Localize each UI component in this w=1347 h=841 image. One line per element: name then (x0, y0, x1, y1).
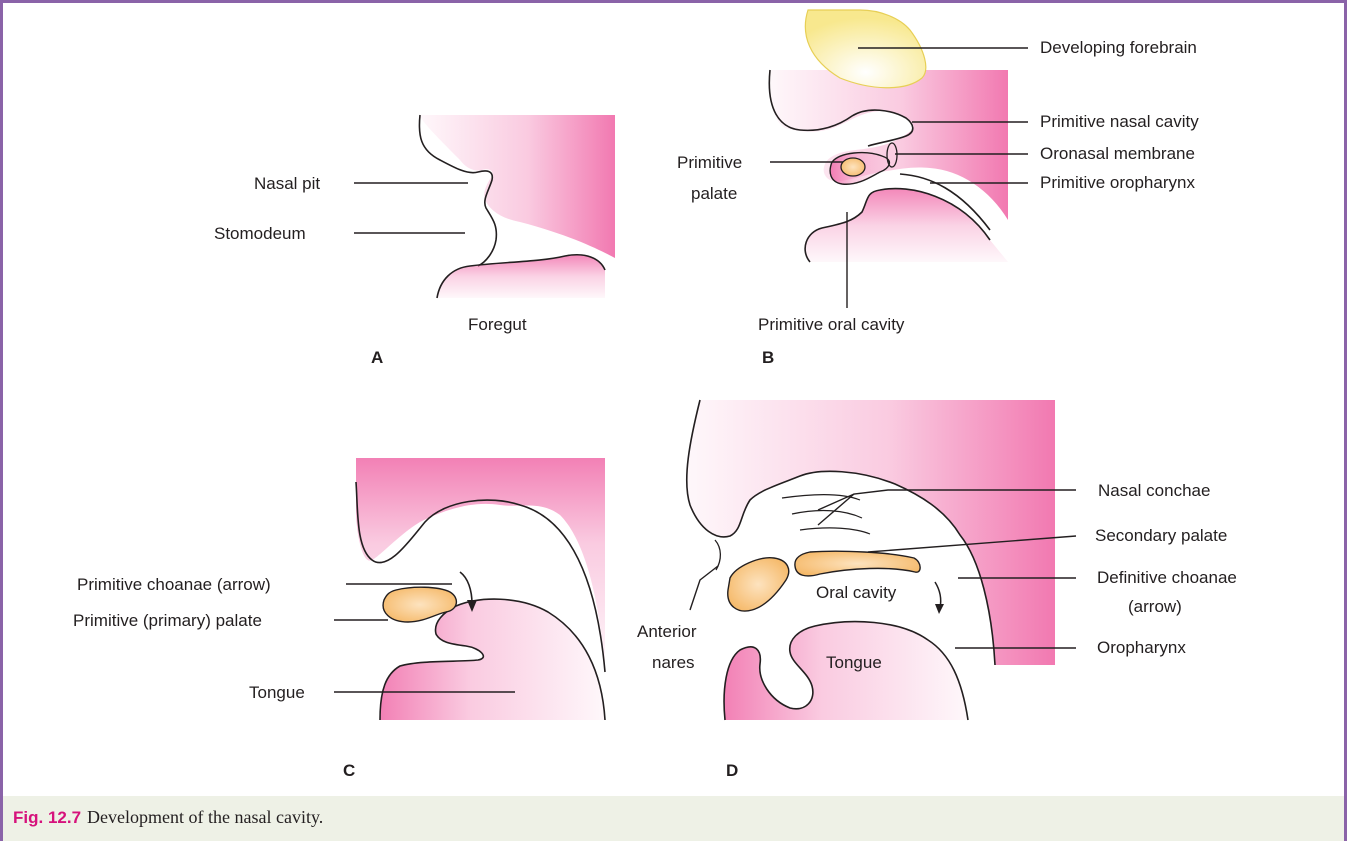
label-nasal-pit: Nasal pit (254, 174, 320, 193)
label-anterior-nares-line1: Anterior (637, 622, 697, 641)
panel-letter-c: C (343, 761, 355, 780)
leader-nasal-conchae-branch (818, 494, 854, 525)
figure-number: Fig. 12.7 (13, 808, 81, 827)
label-oral-cavity: Primitive oral cavity (758, 315, 905, 334)
label-nasal-cavity: Primitive nasal cavity (1040, 112, 1199, 131)
label-nasal-conchae: Nasal conchae (1098, 481, 1210, 500)
figure-caption-text: Development of the nasal cavity. (87, 807, 323, 827)
label-oropharynx: Primitive oropharynx (1040, 173, 1195, 192)
label-tongue-d: Tongue (826, 653, 882, 672)
panel-d-drawing (687, 400, 1055, 720)
label-secondary-palate: Secondary palate (1095, 526, 1227, 545)
panel-c-drawing (356, 458, 605, 720)
label-tongue-c: Tongue (249, 683, 305, 702)
panel-a-drawing (419, 115, 615, 298)
label-forebrain: Developing forebrain (1040, 38, 1197, 57)
label-oropharynx-d: Oropharynx (1097, 638, 1186, 657)
figure-caption: Fig. 12.7 Development of the nasal cavity… (0, 796, 1347, 841)
panel-letter-b: B (762, 348, 774, 367)
label-anterior-nares-line2: nares (652, 653, 695, 672)
label-stomodeum: Stomodeum (214, 224, 306, 243)
label-oral-cavity-d: Oral cavity (816, 583, 897, 602)
label-oronasal-membrane: Oronasal membrane (1040, 144, 1195, 163)
label-primitive-palate-line2: palate (691, 184, 737, 203)
panel-letter-d: D (726, 761, 738, 780)
label-primitive-palate-line1: Primitive (677, 153, 742, 172)
label-primary-palate: Primitive (primary) palate (73, 611, 262, 630)
nasal-development-diagram: Nasal pit Stomodeum Foregut A Developing… (0, 0, 1347, 796)
label-definitive-choanae-line1: Definitive choanae (1097, 568, 1237, 587)
label-definitive-choanae-line2: (arrow) (1128, 597, 1182, 616)
label-foregut: Foregut (468, 315, 527, 334)
panel-letter-a: A (371, 348, 383, 367)
leader-anterior-nares (690, 566, 718, 610)
label-primitive-choanae: Primitive choanae (arrow) (77, 575, 271, 594)
